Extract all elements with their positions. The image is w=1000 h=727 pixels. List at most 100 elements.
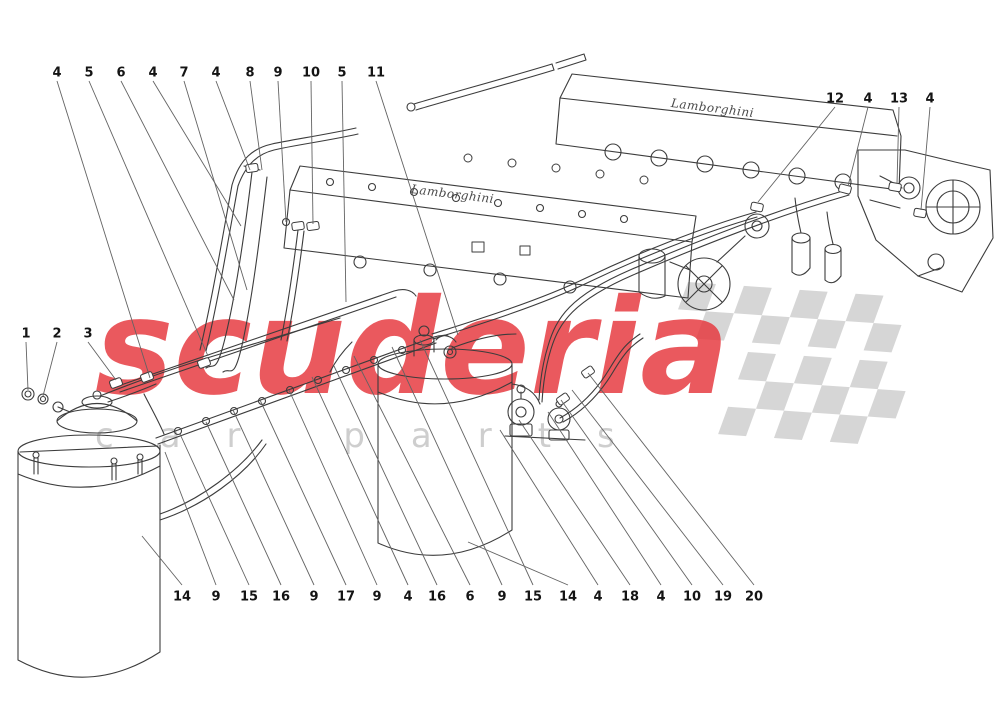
callout-label-9: 9 xyxy=(372,590,381,605)
pressure-regulators xyxy=(504,384,586,441)
checker-cell xyxy=(718,406,757,437)
callout-leader xyxy=(288,389,378,586)
callout-leader xyxy=(547,411,662,586)
callout-label-7: 7 xyxy=(179,66,188,81)
callout-leader xyxy=(259,399,347,586)
callout-label-19: 19 xyxy=(714,590,732,605)
checker-cell xyxy=(845,293,884,324)
callout-leader xyxy=(333,365,438,586)
checker-cell xyxy=(811,385,850,415)
callout-label-11: 11 xyxy=(367,66,385,81)
callout-label-5: 5 xyxy=(337,66,346,81)
callout-label-15: 15 xyxy=(240,590,258,605)
checker-cell xyxy=(789,289,828,320)
callout-label-4: 4 xyxy=(52,66,61,81)
callout-label-6: 6 xyxy=(465,590,474,605)
checker-cell xyxy=(863,323,902,353)
fuel-filter xyxy=(377,325,517,556)
callout-label-1: 1 xyxy=(21,327,30,342)
callout-label-17: 17 xyxy=(337,590,355,605)
checker-cell xyxy=(807,319,846,349)
callout-leader xyxy=(183,80,248,291)
fuel-rails xyxy=(117,289,541,445)
callout-leader xyxy=(310,80,314,225)
callout-leader xyxy=(205,421,282,586)
callout-leader xyxy=(467,541,569,586)
checker-cell xyxy=(793,355,832,386)
callout-label-18: 18 xyxy=(621,590,639,605)
callout-leader xyxy=(120,80,235,301)
callout-leader xyxy=(232,409,315,586)
fuel-hoses xyxy=(99,127,850,521)
callout-leader xyxy=(587,372,755,586)
callout-label-2: 2 xyxy=(52,327,61,342)
checker-cell xyxy=(867,389,906,419)
callout-label-9: 9 xyxy=(309,590,318,605)
callout-label-3: 3 xyxy=(83,327,92,342)
callout-leader xyxy=(141,535,183,586)
callout-label-12: 12 xyxy=(826,92,844,107)
callout-label-10: 10 xyxy=(302,66,320,81)
callout-leader xyxy=(179,433,250,586)
callout-leader xyxy=(920,106,931,211)
callout-label-13: 13 xyxy=(890,92,908,107)
callout-leader xyxy=(277,80,287,223)
checker-cell xyxy=(696,311,734,341)
callout-label-9: 9 xyxy=(211,590,220,605)
checker-cell xyxy=(756,381,794,411)
callout-label-16: 16 xyxy=(428,590,446,605)
callout-leader xyxy=(164,451,217,586)
callout-leader xyxy=(571,389,724,586)
callout-label-9: 9 xyxy=(497,590,506,605)
callout-leader xyxy=(499,429,599,586)
vent-pipe xyxy=(406,53,587,112)
callout-leader xyxy=(341,80,347,303)
lamborghini-script-badge: Lamborghini xyxy=(669,96,755,120)
callout-label-9: 9 xyxy=(273,66,282,81)
callout-label-20: 20 xyxy=(745,590,763,605)
callout-leader xyxy=(311,376,409,586)
callout-leader xyxy=(249,80,263,171)
callout-leader xyxy=(419,339,534,586)
callout-leader xyxy=(88,80,209,357)
callout-label-10: 10 xyxy=(683,590,701,605)
front-cam-cover xyxy=(283,165,697,299)
callout-leader xyxy=(391,346,503,586)
callout-label-6: 6 xyxy=(116,66,125,81)
checker-cell xyxy=(751,315,790,345)
left-canister xyxy=(17,387,161,678)
throttle-cluster xyxy=(638,197,842,311)
callout-label-14: 14 xyxy=(559,590,577,605)
callout-label-5: 5 xyxy=(84,66,93,81)
callout-leader xyxy=(560,399,693,586)
checkered-flag-watermark xyxy=(678,282,906,444)
checker-cell xyxy=(733,285,772,316)
checker-cell xyxy=(738,352,776,382)
throttle-body-assembly xyxy=(857,149,994,293)
callout-leader xyxy=(87,341,117,381)
callout-label-4: 4 xyxy=(925,92,934,107)
callout-leader xyxy=(757,106,836,203)
checker-cell xyxy=(849,359,888,390)
callout-leader xyxy=(25,341,29,391)
callout-label-14: 14 xyxy=(173,590,191,605)
callout-label-4: 4 xyxy=(656,590,665,605)
callout-leader xyxy=(215,80,251,171)
callout-label-4: 4 xyxy=(148,66,157,81)
callout-label-4: 4 xyxy=(403,590,412,605)
callout-leader xyxy=(896,106,900,185)
callout-label-16: 16 xyxy=(272,590,290,605)
callout-leader xyxy=(56,80,151,379)
callout-label-8: 8 xyxy=(245,66,254,81)
checker-cell xyxy=(773,410,812,440)
callout-label-4: 4 xyxy=(593,590,602,605)
callout-label-4: 4 xyxy=(863,92,872,107)
intake-hardware xyxy=(463,153,649,256)
rear-cam-cover xyxy=(555,73,903,191)
callout-leader xyxy=(353,355,471,586)
checker-cell xyxy=(829,414,868,444)
